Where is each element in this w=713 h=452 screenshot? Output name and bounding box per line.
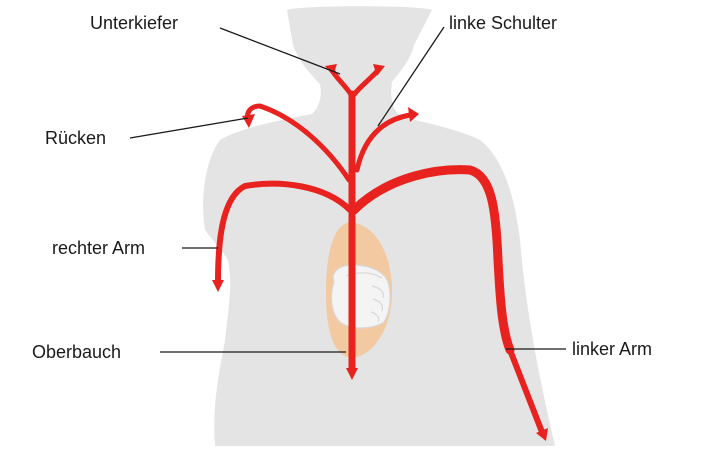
label-right-arm: rechter Arm <box>52 238 145 258</box>
label-left-shoulder: linke Schulter <box>449 13 557 33</box>
clenched-fist-icon <box>332 265 391 328</box>
arrowhead-back <box>242 114 255 128</box>
label-jaw: Unterkiefer <box>90 13 178 33</box>
label-back: Rücken <box>45 128 106 148</box>
arrowhead-right-arm <box>212 280 224 292</box>
label-left-arm: linker Arm <box>572 339 652 359</box>
label-upper-abdomen: Oberbauch <box>32 342 121 362</box>
